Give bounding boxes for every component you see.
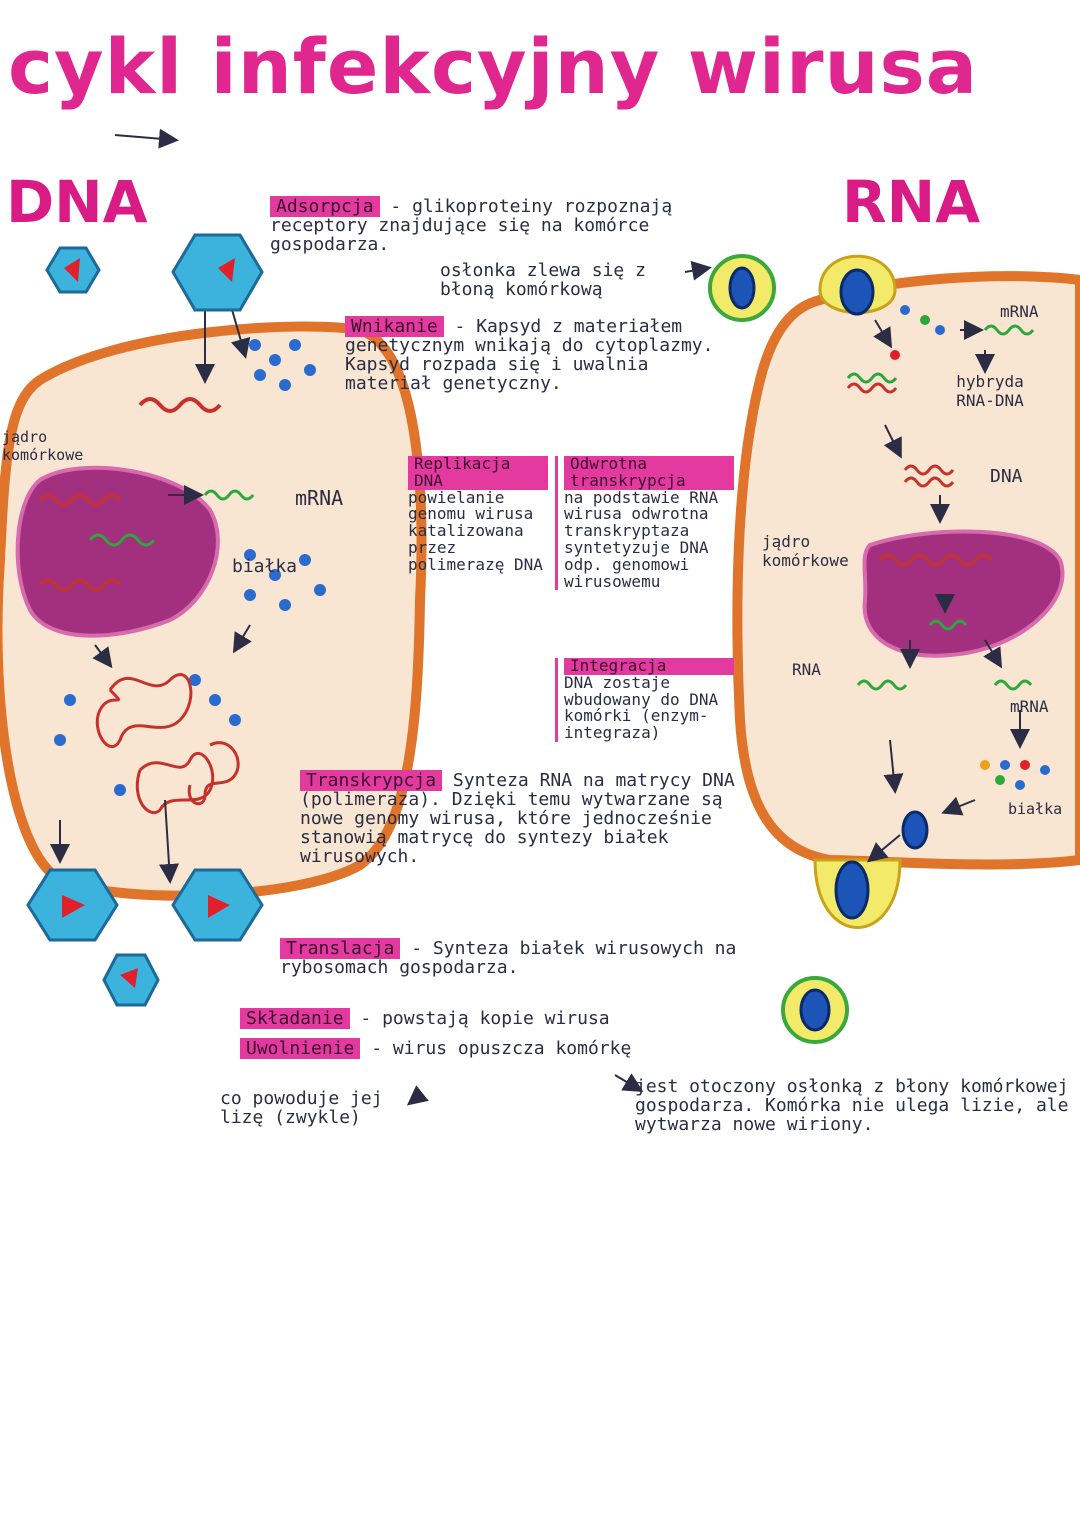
mrna-label-left: mRNA [295, 486, 344, 510]
step-title: Wnikanie [345, 316, 444, 337]
dna-virus-4 [171, 868, 264, 942]
protein-label-left: białka [232, 556, 298, 577]
dna-label-right: DNA [990, 466, 1023, 487]
budding-virion-bottom [813, 810, 929, 929]
step-title: Uwolnienie [240, 1038, 361, 1059]
viral-dna-left [138, 397, 222, 413]
protein-dots-left [54, 339, 326, 796]
nucleus-label-left: jądro komórkowe [2, 428, 84, 464]
step-title: Integracja [564, 657, 734, 675]
rna-virus-note: jest otoczony osłonką z błony komórkowej… [635, 1076, 1069, 1135]
strands-right [846, 324, 1035, 691]
rna-label-right: RNA [792, 660, 821, 679]
protein-dots-right [890, 305, 1050, 790]
step-title: Replikacja DNA [408, 455, 548, 490]
budding-virion-top [818, 254, 897, 316]
replicated-genomes [95, 673, 240, 814]
step-text: - Synteza białek wirusowych na rybosomac… [280, 938, 737, 978]
step-transkrypcja: Transkrypcja Synteza RNA na matrycy DNA … [300, 770, 770, 867]
step-title: Transkrypcja [300, 770, 443, 791]
lysis-note: co powoduje jej lizę (zwykle) [220, 1088, 383, 1128]
step-text: Synteza RNA na matrycy DNA (polimeraza).… [300, 770, 735, 867]
page-title: cykl infekcyjny wirusa [8, 22, 979, 111]
step-text: - Kapsyd z materiałem genetycznym wnikaj… [345, 316, 714, 394]
dna-virus-1 [45, 246, 101, 294]
nucleus-left [15, 465, 220, 638]
step-title: Składanie [240, 1008, 350, 1029]
mrna-strand-left [203, 489, 255, 501]
step-wnikanie: Wnikanie - Kapsyd z materiałem genetyczn… [345, 316, 715, 394]
protein-label-right: białka [1008, 800, 1063, 818]
step-text: - glikoproteiny rozpoznają receptory zna… [270, 196, 673, 255]
step-integracja: Integracja DNA zostaje wbudowany do DNA … [555, 657, 734, 743]
dna-heading: DNA [6, 168, 148, 236]
dna-virus-3 [26, 868, 119, 942]
step-text: - powstają kopie wirusa [360, 1008, 610, 1029]
step-adsorpcja: Adsorpcja - glikoproteiny rozpoznają rec… [270, 196, 720, 255]
nucleus-dna-strands [38, 493, 156, 592]
mrna-label-right-top: mRNA [1000, 302, 1039, 321]
mrna-label-right-bottom: mRNA [1010, 697, 1049, 716]
rna-virus-free-2 [781, 976, 849, 1044]
oslonka-note: osłonka zlewa się z błoną komórkową [440, 260, 646, 300]
step-title: Adsorpcja [270, 196, 380, 217]
step-text: - wirus opuszcza komórkę [371, 1038, 632, 1059]
nucleus-label-right: jądro komórkowe [762, 532, 849, 570]
nucleus-right [862, 529, 1065, 658]
dna-virus-5 [102, 953, 160, 1007]
hybrid-label: hybryda RNA-DNA [956, 372, 1024, 410]
step-title: Translacja [280, 938, 401, 959]
step-replikacja: Replikacja DNA powielanie genomu wirusa … [408, 455, 548, 574]
step-title: Odwrotna transkrypcja [564, 455, 734, 490]
step-translacja: Translacja - Synteza białek wirusowych n… [280, 938, 770, 978]
step-odwrotna: Odwrotna transkrypcja na podstawie RNA w… [555, 455, 734, 591]
step-uwolnienie: Uwolnienie - wirus opuszcza komórkę [240, 1038, 700, 1059]
step-text: na podstawie RNA wirusa odwrotna transkr… [564, 487, 719, 591]
step-skladanie: Składanie - powstają kopie wirusa [240, 1008, 760, 1029]
step-text: DNA zostaje wbudowany do DNA komórki (en… [564, 672, 719, 743]
rna-heading: RNA [842, 168, 981, 236]
dna-virus-2 [171, 233, 264, 312]
step-text: powielanie genomu wirusa katalizowana pr… [408, 487, 543, 574]
rna-virus-free-1 [708, 254, 776, 322]
